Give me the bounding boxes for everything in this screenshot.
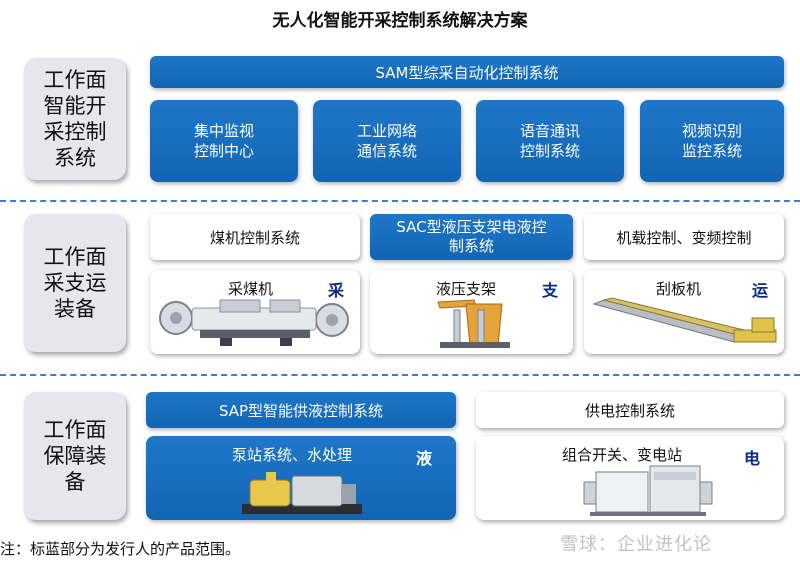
pump-illustration: [242, 472, 362, 514]
support-illustration: [437, 299, 510, 348]
sam-tile-monitoring-center: 集中监视 控制中心: [150, 100, 298, 182]
power-label: 组合开关、变电站: [562, 446, 683, 464]
pump-char: 液: [416, 449, 433, 468]
panel-hydraulic-support: 液压支架 支: [370, 270, 573, 354]
row-label-support-equipment: 工作面 保障装 备: [24, 392, 126, 520]
conveyor-control-bar: 机载控制、变频控制: [584, 214, 784, 260]
sac-support-control-bar: SAC型液压支架电液控 制系统: [370, 214, 573, 260]
sam-tile-voice: 语音通讯 控制系统: [476, 100, 624, 182]
panel-pump-station: 泵站系统、水处理 液: [146, 436, 456, 520]
power-control-bar: 供电控制系统: [476, 392, 784, 428]
power-illustration: [583, 465, 713, 516]
divider-1: [0, 200, 800, 202]
sam-system-bar: SAM型综采自动化控制系统: [150, 56, 784, 88]
shearer-illustration: [159, 299, 349, 346]
power-char: 电: [744, 449, 761, 468]
sam-tile-network: 工业网络 通信系统: [313, 100, 461, 182]
shearer-control-bar: 煤机控制系统: [150, 214, 360, 260]
panel-scraper-conveyor: 刮板机 运: [584, 270, 784, 354]
conveyor-label: 刮板机: [656, 280, 702, 298]
support-label: 液压支架: [436, 280, 497, 298]
page-title: 无人化智能开采控制系统解决方案: [272, 11, 528, 31]
sam-tile-video: 视频识别 监控系统: [640, 100, 784, 182]
panel-power-station: 组合开关、变电站 电: [476, 436, 784, 520]
watermark: 雪球：企业进化论: [560, 534, 712, 555]
panel-shearer: 采煤机 采: [150, 270, 360, 354]
footnote: 注：标蓝部分为发行人的产品范围。: [0, 540, 241, 558]
row-label-control-system: 工作面 智能开 采控制 系统: [24, 58, 126, 180]
divider-2: [0, 374, 800, 376]
pump-label: 泵站系统、水处理: [232, 446, 353, 464]
shearer-char: 采: [328, 281, 345, 300]
support-char: 支: [542, 281, 559, 300]
shearer-label: 采煤机: [228, 280, 274, 298]
conveyor-char: 运: [752, 281, 769, 300]
row-label-mining-equipment: 工作面 采支运 装备: [24, 214, 126, 352]
conveyor-illustration: [592, 297, 777, 343]
sap-fluid-supply-bar: SAP型智能供液控制系统: [146, 392, 456, 428]
